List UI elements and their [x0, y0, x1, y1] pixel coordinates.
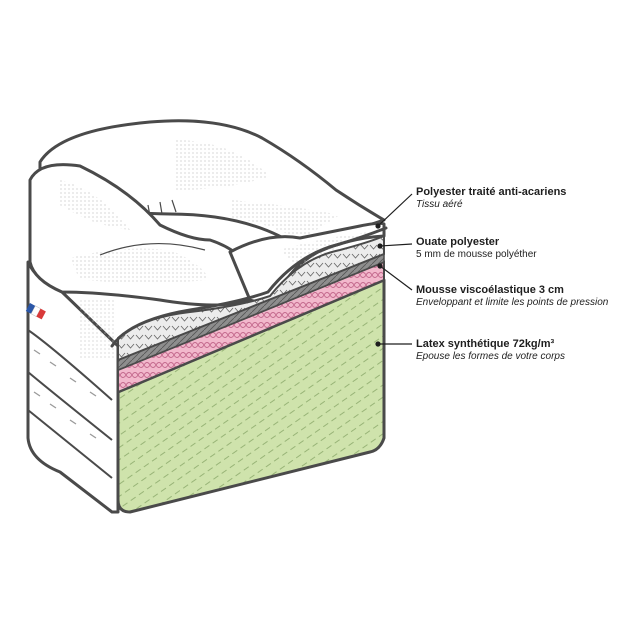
layer-description: Enveloppant et limite les points de pres…: [416, 296, 609, 308]
french-flag-icon: [25, 303, 46, 320]
label-latex-core: Latex synthétique 72kg/m³ Epouse les for…: [416, 338, 636, 363]
label-polyester-wadding: Ouate polyester 5 mm de mousse polyéther: [416, 236, 636, 261]
label-memory-foam: Mousse viscoélastique 3 cm Enveloppant e…: [416, 284, 616, 309]
callout-leaders: [377, 193, 413, 345]
callout-dots: [375, 223, 383, 347]
back-pillow: [38, 119, 386, 250]
layer-description: Epouse les formes de votre corps: [416, 350, 565, 362]
layer-description: Tissu aéré: [416, 198, 463, 210]
layer-title: Latex synthétique 72kg/m³: [416, 338, 555, 350]
layer-title: Ouate polyester: [416, 236, 500, 248]
latex-layer: [116, 278, 386, 514]
mattress-cross-section: [110, 226, 388, 514]
layer-description: 5 mm de mousse polyéther: [416, 248, 537, 260]
mattress-side: [26, 260, 120, 514]
label-polyester-cover: Polyester traité anti-acariens Tissu aér…: [416, 186, 636, 211]
top-cover: [110, 226, 388, 348]
layer-title: Mousse viscoélastique 3 cm: [416, 284, 564, 296]
layer-title: Polyester traité anti-acariens: [416, 186, 567, 198]
